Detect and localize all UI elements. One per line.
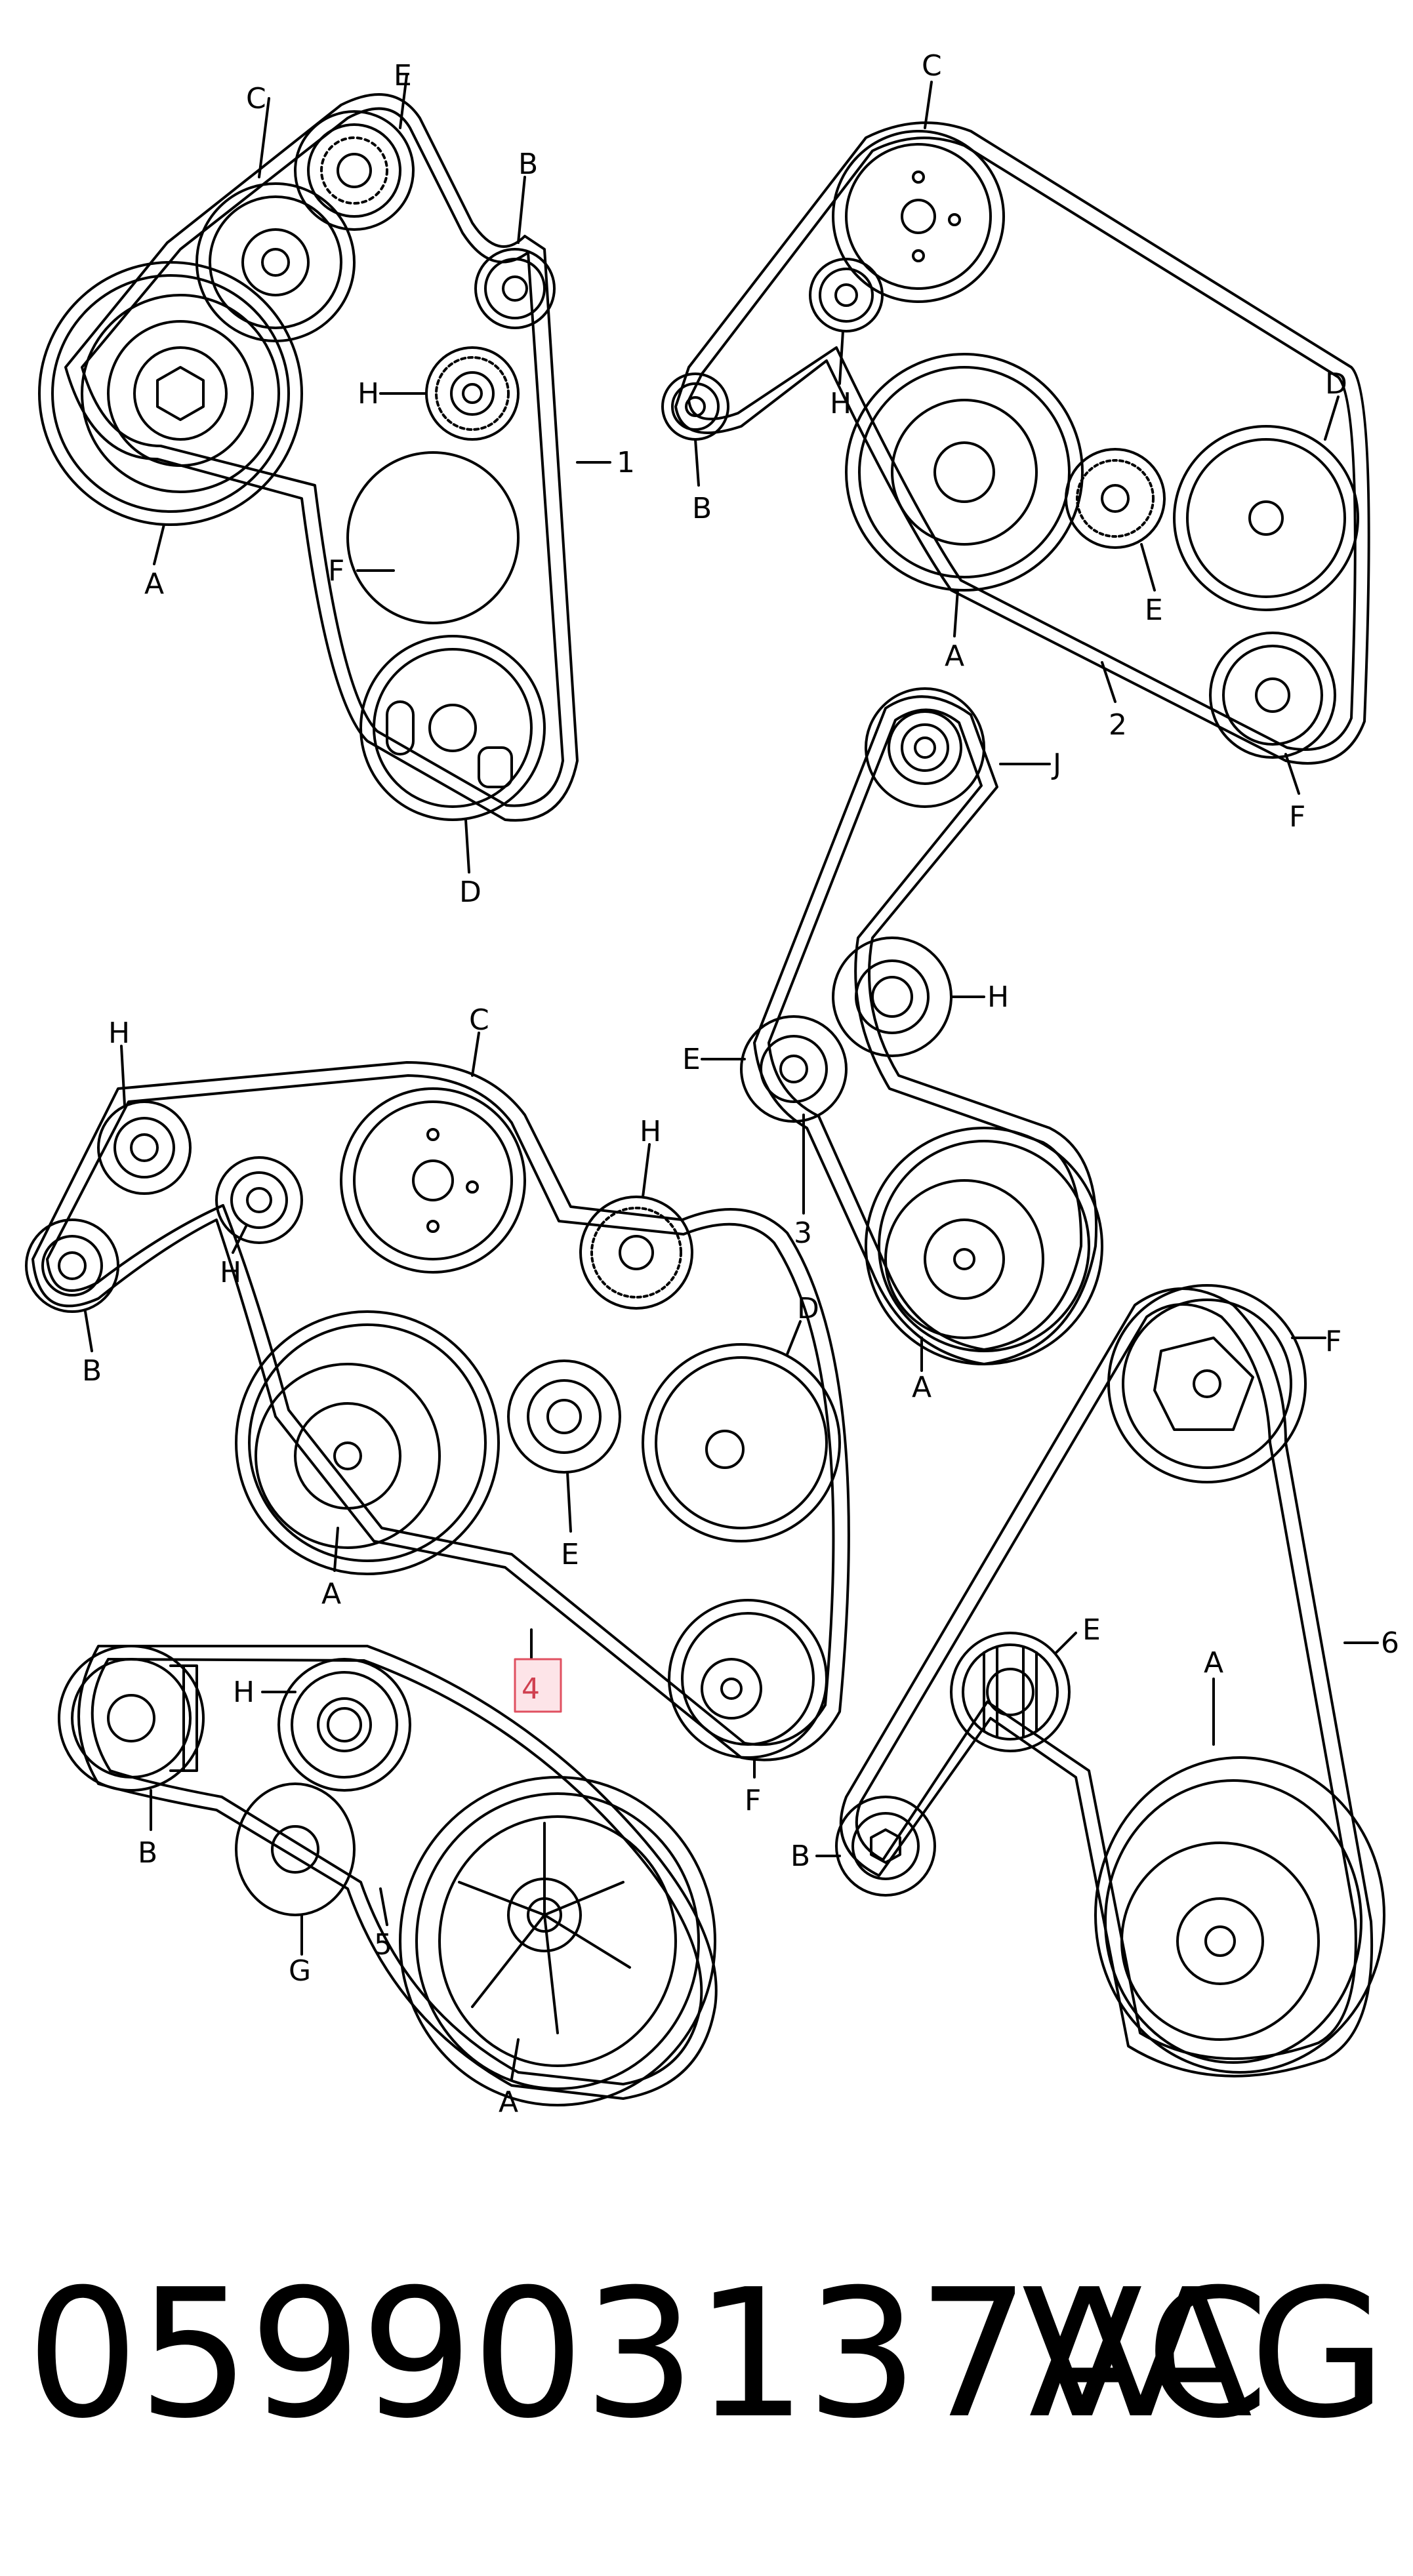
pulley-j: [865, 687, 985, 808]
pulley-a: [1094, 1756, 1385, 2074]
label-h: H: [233, 1676, 255, 1709]
diagram-4: H C H H B D E A 4 F: [25, 1003, 850, 1817]
label-a: A: [912, 1371, 932, 1404]
diagram-3: J H E 3 A: [682, 687, 1103, 1404]
label-f: F: [1289, 800, 1305, 834]
pulley-g: [235, 1782, 356, 1916]
belt-routing-diagram: C E B H 1 F A D: [25, 49, 1399, 2119]
pulley-b: [835, 1796, 936, 1897]
label-h: H: [987, 980, 1009, 1014]
label-a: A: [499, 2085, 518, 2119]
belt-number-5: 5: [374, 1928, 392, 1962]
belt-number-4: 4: [522, 1672, 540, 1706]
label-f: F: [745, 1784, 761, 1817]
label-b: B: [518, 148, 538, 181]
diagram-2: C D H B E A 2 F: [661, 49, 1370, 834]
pulley-a: [845, 353, 1084, 592]
pulley-e: [950, 1632, 1071, 1752]
pulley-a: [865, 1127, 1103, 1365]
pulley-e: [507, 1359, 621, 1474]
pulley-a: [38, 261, 303, 526]
label-h: H: [358, 377, 379, 411]
label-f: F: [328, 554, 344, 588]
label-d: D: [459, 875, 481, 909]
belt-6: [839, 1287, 1374, 2078]
pulley-h: [425, 346, 520, 441]
label-e: E: [1145, 594, 1163, 627]
pulley-f: [1209, 632, 1336, 759]
label-d: D: [797, 1292, 819, 1325]
label-b: B: [82, 1354, 102, 1388]
pulley-f: [668, 1599, 828, 1759]
label-h-right: H: [640, 1115, 661, 1148]
belt-1: [64, 93, 579, 822]
label-e: E: [394, 59, 412, 92]
pulley-b: [474, 248, 556, 329]
pulley-b: [25, 1218, 119, 1313]
highlight-box: [514, 1658, 562, 1713]
label-c: C: [246, 82, 266, 115]
labels-diagram-6: [815, 1337, 1379, 1857]
label-h-left: H: [108, 1016, 130, 1050]
pulley-h-middle: [215, 1156, 303, 1244]
pulley-d: [359, 635, 546, 821]
diagram-6: F 6 E A B: [790, 1284, 1399, 2078]
pulley-h-left: [97, 1100, 192, 1195]
pulley-d: [1173, 425, 1359, 611]
pulley-e: [740, 1015, 848, 1123]
belt-number-6: 6: [1381, 1626, 1399, 1660]
label-b: B: [790, 1840, 810, 1873]
pulley-a: [235, 1310, 500, 1575]
label-b: B: [138, 1836, 157, 1870]
pulley-h-right: [579, 1196, 693, 1310]
label-c: C: [922, 49, 942, 83]
belt-2: [674, 121, 1370, 765]
label-b: B: [692, 492, 712, 525]
label-a: A: [321, 1577, 341, 1611]
pulley-b: [661, 372, 729, 441]
belt-number-3: 3: [794, 1217, 812, 1250]
labels-diagram-4: [84, 1032, 802, 1779]
pulley-b: [58, 1645, 205, 1792]
labels-diagram-1: [153, 74, 611, 874]
label-g: G: [289, 1954, 311, 1988]
label-d: D: [1325, 367, 1347, 401]
label-e: E: [1082, 1613, 1101, 1647]
label-a: A: [945, 639, 964, 673]
pulley-a: [399, 1776, 716, 2106]
pulley-c: [195, 182, 356, 342]
pulley-c: [832, 130, 1005, 303]
label-j: J: [1051, 748, 1061, 781]
pulley-e: [294, 110, 415, 231]
diagram-5: H B G 5 A: [58, 1645, 718, 2119]
belt-5: [77, 1645, 718, 2100]
labels-diagram-3: [701, 763, 1051, 1372]
diagram-1: C E B H 1 F A D: [38, 59, 635, 909]
label-f: F: [1325, 1325, 1341, 1358]
brand-name: VAG: [1021, 2251, 1387, 2457]
pulley-h: [277, 1658, 411, 1792]
pulley-e: [1065, 448, 1166, 549]
labels-diagram-2: [694, 81, 1340, 795]
belt-number-1: 1: [617, 446, 635, 479]
label-c: C: [469, 1003, 489, 1037]
pulley-f: [346, 451, 520, 624]
label-a: A: [1204, 1646, 1223, 1680]
label-h: H: [830, 387, 851, 420]
pulley-c: [340, 1087, 526, 1274]
label-e: E: [561, 1538, 579, 1571]
pulley-h: [809, 258, 884, 332]
label-h-middle: H: [220, 1256, 241, 1289]
labels-diagram-5: [150, 1691, 520, 2080]
pulley-h: [832, 936, 952, 1057]
label-a: A: [144, 567, 164, 601]
pulley-f: [1107, 1284, 1307, 1483]
belt-number-2: 2: [1109, 708, 1127, 742]
part-number: 059903137AC: [26, 2251, 1269, 2457]
belt-4: [31, 1061, 850, 1761]
label-e: E: [682, 1043, 701, 1076]
pulley-d: [642, 1343, 841, 1542]
